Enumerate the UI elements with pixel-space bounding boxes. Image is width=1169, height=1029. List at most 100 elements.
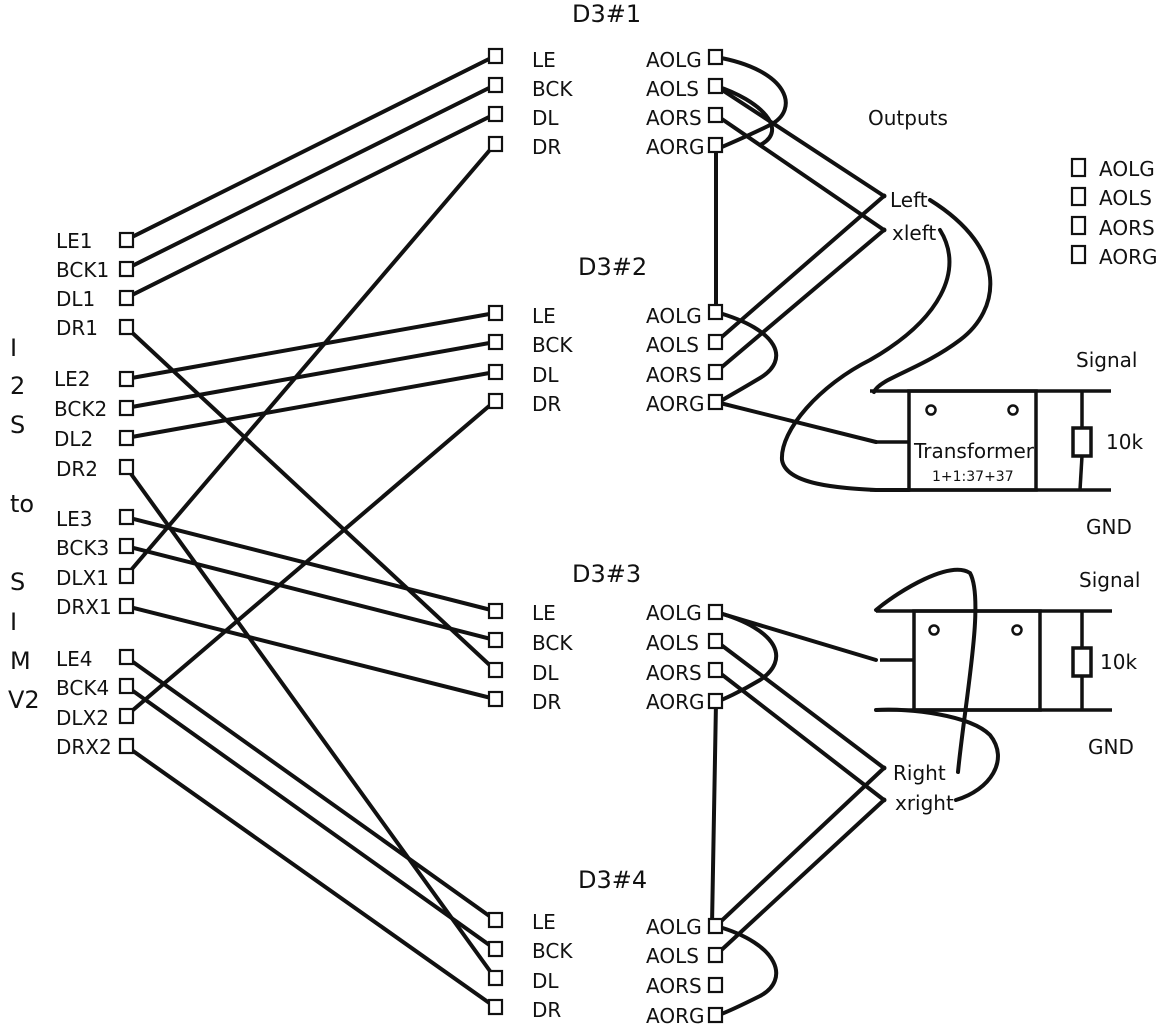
wire-xleft-transformer	[779, 228, 952, 492]
i2s-pin-label: DRX1	[56, 595, 112, 619]
transformer-2-dot-right	[1011, 624, 1023, 636]
wire-d4-aols-xright	[714, 798, 886, 957]
pin-connector	[118, 508, 135, 526]
resistor-label: 10k	[1100, 650, 1137, 674]
pin-connector	[707, 363, 724, 381]
chip-output-label: AORS	[646, 661, 702, 685]
pin-connector	[487, 333, 504, 351]
chip-input-label: DR	[532, 392, 561, 416]
chip-input-label: DL	[532, 363, 559, 387]
wires	[124, 54, 1000, 1018]
node-right-dot	[881, 765, 887, 771]
wire-d4-aolg-right	[714, 766, 886, 928]
pin-connector	[487, 105, 504, 123]
chip-output-label: AORS	[646, 363, 702, 387]
i2s-pin-label: DLX2	[56, 706, 109, 730]
i2s-pin: LE3	[56, 507, 135, 531]
resistor-1-lead-bottom	[1078, 455, 1084, 491]
i2s-pin: BCK2	[54, 397, 135, 421]
pin-connector	[118, 399, 135, 417]
i2s-pins: LE1 BCK1 DL1 DR1 LE2 BCK2 DL2 DR2	[54, 229, 135, 759]
node-xleft-label: xleft	[892, 221, 936, 245]
wire-bck3-bck	[124, 544, 497, 642]
i2s-pin-label: DLX1	[56, 566, 109, 590]
pin-connector	[118, 370, 135, 388]
chip-d3-2: D3#2 LE BCK DL DR AOLG AOLS AORS AORG	[487, 253, 724, 416]
pin-connector	[118, 567, 135, 585]
i2s-pin-label: BCK4	[56, 676, 109, 700]
i2s-pin-label: DL1	[56, 287, 95, 311]
side-label: I 2 S to S I M V2	[8, 334, 40, 714]
chip-input-label: LE	[532, 304, 556, 328]
pin-connector	[118, 231, 135, 249]
i2s-pin: BCK3	[56, 536, 135, 560]
i2s-pin: DL2	[54, 427, 135, 451]
pin-connector	[487, 911, 504, 929]
right-nodes: Right xright	[881, 761, 954, 815]
wire-dr2-dl4	[124, 465, 497, 980]
chip-d3-1: D3#1 LE BCK DL DR AOLG AOLS AORS AORG	[487, 0, 724, 159]
pin-connector	[487, 47, 504, 65]
chip-input-label: DR	[532, 135, 561, 159]
chip-output-label: AOLG	[646, 915, 702, 939]
chip-d3-4: D3#4 LE BCK DL DR AOLG AOLS AORS AORG	[487, 866, 724, 1028]
pin-connector	[118, 707, 135, 725]
pin-connector	[707, 946, 724, 964]
pin-connector	[487, 76, 504, 94]
legend-label: AORS	[1099, 216, 1155, 240]
chip-title: D3#3	[572, 560, 641, 588]
wire-dlx1-dr1	[124, 142, 497, 578]
chip-output-label: AOLG	[646, 304, 702, 328]
transformer-1-dot-right	[1007, 404, 1019, 416]
wire-right-transformer	[874, 567, 978, 774]
legend: AOLG AOLS AORS AORG	[1070, 157, 1157, 269]
side-label-char: M	[10, 647, 31, 675]
pin-connector	[487, 304, 504, 322]
pin-connector	[487, 998, 504, 1016]
i2s-pin: DLX2	[56, 706, 135, 730]
wire-d1-aors-xleft	[714, 113, 886, 232]
pin-connector	[487, 602, 504, 620]
side-label-char: 2	[10, 372, 25, 400]
chip-title: D3#2	[578, 253, 647, 281]
chip-input-label: DL	[532, 106, 559, 130]
wire-d1-aols-left	[714, 84, 886, 198]
i2s-pin: LE4	[56, 647, 135, 671]
transformer-stage-1	[870, 389, 1111, 492]
pin-connector	[118, 318, 135, 336]
pin-connector	[118, 648, 135, 666]
pin-connector	[707, 976, 724, 994]
signal-label: Signal	[1079, 568, 1140, 592]
wire-dr1-dl3	[124, 325, 497, 672]
chip-output-label: AOLS	[646, 944, 699, 968]
gnd-label: GND	[1086, 515, 1132, 539]
i2s-pin-label: DRX2	[56, 735, 112, 759]
node-left-dot	[881, 193, 887, 199]
node-right-label: Right	[893, 761, 946, 785]
pin-connector	[118, 597, 135, 615]
transformer-2-dot-left	[928, 624, 940, 636]
chip-output-label: AOLS	[646, 631, 699, 655]
side-label-char: I	[10, 334, 17, 362]
wire-d3-aorg-d4-aolg	[710, 700, 718, 927]
i2s-pin: DR1	[56, 316, 135, 340]
pin-connector	[487, 690, 504, 708]
chip-input-label: DR	[532, 998, 561, 1022]
stage-2-labels: Signal 10k GND	[1079, 568, 1140, 759]
wire-dl1-dl	[124, 112, 497, 300]
pin-connector	[707, 106, 724, 124]
i2s-pin: DRX1	[56, 595, 135, 619]
chip-input-label: LE	[532, 910, 556, 934]
pin-connector	[707, 77, 724, 95]
wire-le2-le	[124, 311, 497, 381]
pin-connector	[118, 429, 135, 447]
pin-connector	[118, 289, 135, 307]
wire-left-transformer	[872, 198, 993, 394]
side-label-char: I	[10, 608, 17, 636]
pin-connector	[118, 458, 135, 476]
chip-input-label: BCK	[532, 939, 573, 963]
i2s-pin: LE1	[56, 229, 135, 253]
wire-bck2-bck	[124, 340, 497, 410]
